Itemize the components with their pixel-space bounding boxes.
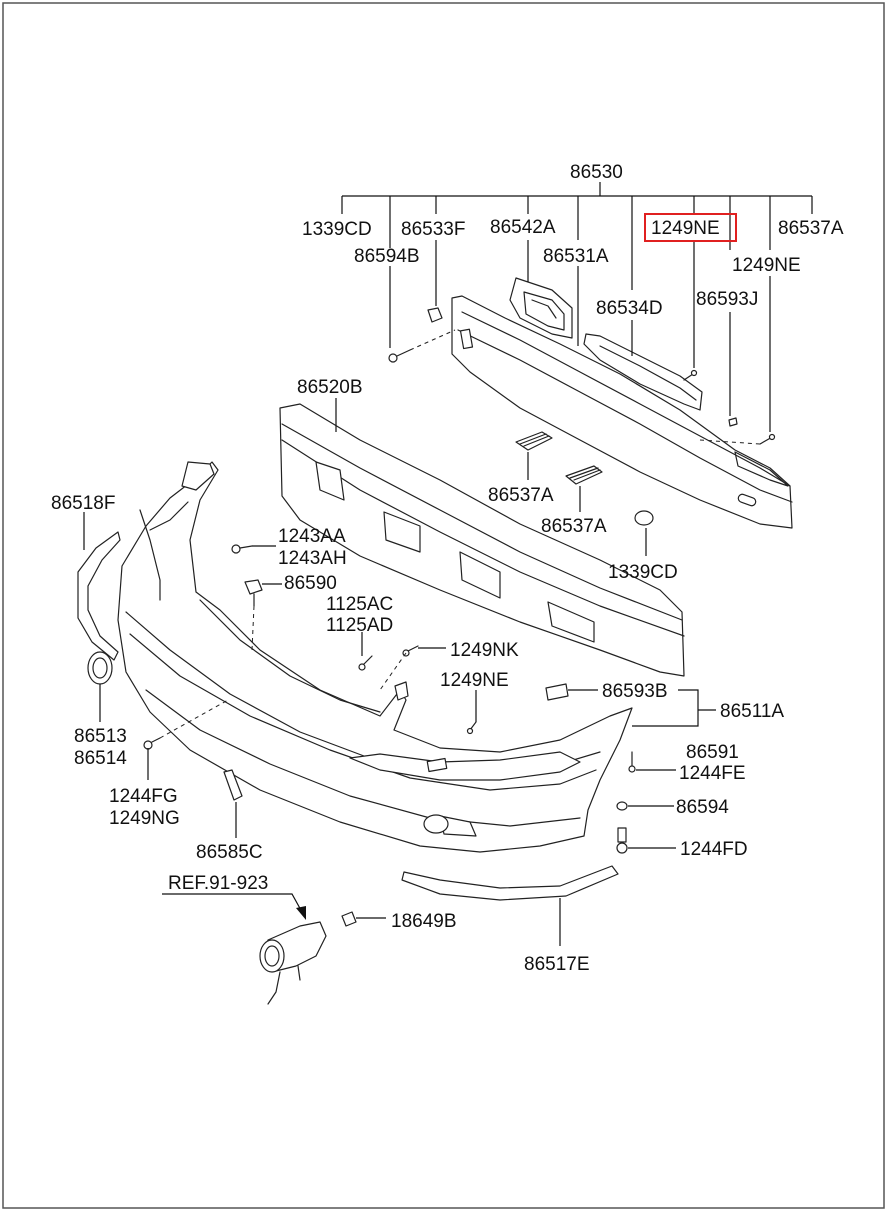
bulb-18649B xyxy=(341,911,357,927)
label-18649B[interactable]: 18649B xyxy=(391,911,457,932)
label-86533F[interactable]: 86533F xyxy=(401,219,465,240)
strip-86517E xyxy=(401,865,619,901)
label-86585C[interactable]: 86585C xyxy=(196,842,263,863)
label-86537A-mid2[interactable]: 86537A xyxy=(541,516,607,537)
screw-86591 xyxy=(628,751,636,773)
label-1244FD[interactable]: 1244FD xyxy=(680,839,748,860)
label-1243AH[interactable]: 1243AH xyxy=(278,548,347,569)
label-86537A-mid1[interactable]: 86537A xyxy=(488,485,554,506)
bolts-beam-right xyxy=(683,369,776,445)
label-1125AC[interactable]: 1125AC xyxy=(326,594,393,615)
label-1249NE-top[interactable]: 1249NE xyxy=(651,218,720,239)
bolt-1249NK xyxy=(379,645,419,691)
energy-absorber-86520B xyxy=(279,403,685,677)
label-86594[interactable]: 86594 xyxy=(676,797,729,818)
label-1339CD-top[interactable]: 1339CD xyxy=(302,219,372,240)
bolt-1244FD xyxy=(616,827,628,854)
label-86513[interactable]: 86513 xyxy=(74,726,127,747)
ring-86513 xyxy=(87,651,113,685)
label-86593J[interactable]: 86593J xyxy=(696,289,758,310)
bolt-86594B xyxy=(388,329,456,363)
label-86590[interactable]: 86590 xyxy=(284,573,337,594)
selected-part-highlight xyxy=(644,213,737,242)
label-86511A[interactable]: 86511A xyxy=(720,701,784,722)
plug-1339CD xyxy=(634,510,654,526)
bumper-cover-86511A xyxy=(117,461,633,853)
strip-86585C xyxy=(223,769,243,801)
label-1339CD-mid[interactable]: 1339CD xyxy=(608,562,678,583)
label-1249NG[interactable]: 1249NG xyxy=(109,808,180,829)
clip-86593B xyxy=(545,683,569,701)
bolt-1249NE-mid xyxy=(466,721,477,735)
leader-lines xyxy=(83,182,813,946)
label-86537A-top[interactable]: 86537A xyxy=(778,218,844,239)
label-1249NE-right[interactable]: 1249NE xyxy=(732,255,801,276)
label-86514[interactable]: 86514 xyxy=(74,748,127,769)
label-86593B[interactable]: 86593B xyxy=(602,681,668,702)
label-1125AD[interactable]: 1125AD xyxy=(326,615,393,636)
label-1244FG[interactable]: 1244FG xyxy=(109,786,178,807)
clip-86590 xyxy=(244,579,263,651)
bracket-cover-right xyxy=(394,681,409,701)
bumper-beam-86531A xyxy=(451,295,793,529)
label-86518F[interactable]: 86518F xyxy=(51,493,115,514)
bracket-86534D xyxy=(583,333,703,411)
label-86530[interactable]: 86530 xyxy=(570,162,623,183)
strip-86518F xyxy=(77,531,121,661)
fog-lamp xyxy=(259,921,327,1005)
screw-1243AA xyxy=(231,544,253,554)
label-1244FE[interactable]: 1244FE xyxy=(679,763,746,784)
label-1243AA[interactable]: 1243AA xyxy=(278,526,346,547)
clip-86533F xyxy=(427,307,443,323)
bracket-86542A xyxy=(509,277,573,339)
label-86591[interactable]: 86591 xyxy=(686,742,739,763)
bolt-1125AC xyxy=(358,655,373,671)
label-1249NE-mid[interactable]: 1249NE xyxy=(440,670,509,691)
nut-86594 xyxy=(616,801,628,811)
ref-arrow-icon xyxy=(296,906,306,920)
retainer-86537A-b xyxy=(565,465,603,485)
label-1249NK[interactable]: 1249NK xyxy=(450,640,519,661)
label-86594B[interactable]: 86594B xyxy=(354,246,420,267)
part-labels: 86530 1339CD 86533F 86542A 1249NE 86537A… xyxy=(51,162,844,975)
retainer-86537A-a xyxy=(515,431,553,451)
label-ref-91-923[interactable]: REF.91-923 xyxy=(168,873,268,894)
label-86534D[interactable]: 86534D xyxy=(596,298,663,319)
label-86542A[interactable]: 86542A xyxy=(490,217,556,238)
label-86520B[interactable]: 86520B xyxy=(297,377,363,398)
label-86531A[interactable]: 86531A xyxy=(543,246,609,267)
label-86517E[interactable]: 86517E xyxy=(524,954,590,975)
